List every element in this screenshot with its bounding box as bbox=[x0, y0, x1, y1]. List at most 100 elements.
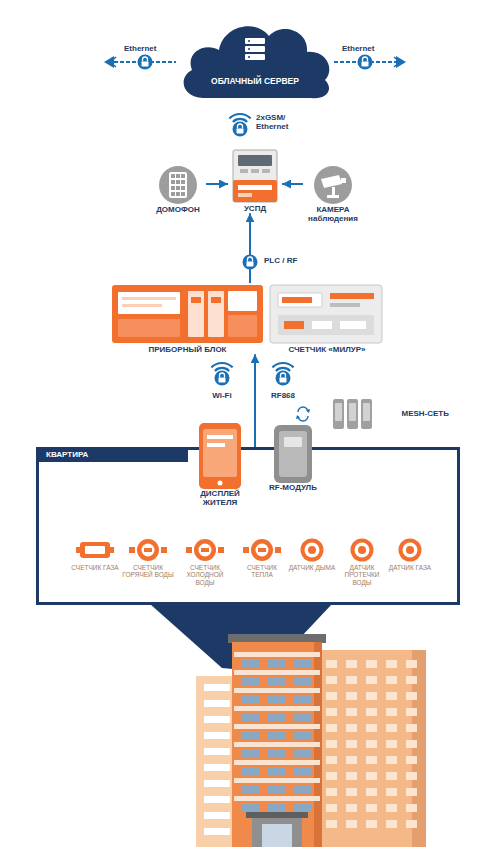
connector bbox=[206, 183, 228, 185]
building-windows bbox=[326, 756, 337, 764]
building-windows bbox=[326, 708, 337, 716]
wifi-icon bbox=[211, 363, 232, 385]
node-label: MESH-СЕТЬ bbox=[401, 409, 449, 418]
link-label: Ethernet bbox=[124, 44, 156, 53]
building-windows bbox=[386, 772, 397, 780]
building-windows bbox=[406, 740, 417, 748]
cloud-icon bbox=[184, 26, 330, 98]
ethernet-link-right bbox=[394, 57, 400, 67]
sensor-node: ДАТЧИК ПРОТЕЧКИ ВОДЫ bbox=[336, 538, 388, 586]
uspd-icon bbox=[233, 150, 277, 202]
building bbox=[252, 818, 302, 847]
building-windows bbox=[326, 724, 337, 732]
node-label: КАМЕРА наблюдения bbox=[303, 205, 363, 223]
display-shape bbox=[188, 423, 252, 489]
building-windows bbox=[406, 804, 417, 812]
mesh-network: MESH-СЕТЬ bbox=[314, 397, 449, 431]
building-windows bbox=[366, 708, 377, 716]
building-windows bbox=[386, 692, 397, 700]
node-label: СЧЕТЧИК ГОРЯЧЕЙ ВОДЫ bbox=[122, 564, 174, 579]
building-windows bbox=[294, 749, 312, 757]
building-windows bbox=[386, 804, 397, 812]
building-windows bbox=[204, 684, 230, 691]
node-label: СЧЕТЧИК «МИЛУР» bbox=[268, 345, 386, 354]
building-windows bbox=[268, 695, 286, 703]
building-windows bbox=[406, 676, 417, 684]
meterRound-icon bbox=[243, 539, 281, 561]
building-windows bbox=[204, 828, 230, 835]
edge-label: PLC / RF bbox=[264, 256, 297, 265]
mesh-sync-icon bbox=[296, 407, 310, 421]
building-windows bbox=[386, 820, 397, 828]
building-windows bbox=[326, 740, 337, 748]
building-windows bbox=[294, 731, 312, 739]
building bbox=[150, 604, 426, 847]
node-label: ДАТЧИК ГАЗА bbox=[384, 564, 436, 571]
sensor-node: ДАТЧИК ДЫМА bbox=[286, 538, 338, 571]
building-windows bbox=[268, 677, 286, 685]
building-windows bbox=[294, 659, 312, 667]
channel-label: Wi-Fi bbox=[202, 391, 242, 400]
building-windows bbox=[386, 708, 397, 716]
resident-display: ДИСПЛЕЙ ЖИТЕЛЯ bbox=[188, 423, 252, 507]
building-windows bbox=[406, 692, 417, 700]
building-windows bbox=[366, 820, 377, 828]
building-windows bbox=[242, 713, 260, 721]
building-windows bbox=[268, 731, 286, 739]
building-windows bbox=[204, 780, 230, 787]
building-windows bbox=[242, 803, 260, 811]
mesh-sync-icon bbox=[298, 407, 308, 412]
meter: СЧЕТЧИК «МИЛУР» bbox=[268, 283, 386, 354]
intercom: ДОМОФОН bbox=[150, 165, 206, 214]
building-windows bbox=[346, 676, 357, 684]
panel-heading: КВАРТИРА bbox=[36, 447, 188, 462]
building bbox=[262, 824, 292, 847]
ethernet-link-right bbox=[358, 55, 373, 70]
building-windows bbox=[326, 772, 337, 780]
building-windows bbox=[204, 796, 230, 803]
building-windows bbox=[268, 767, 286, 775]
building-windows bbox=[294, 785, 312, 793]
mesh-shape bbox=[333, 397, 375, 431]
ethernet-link-right bbox=[334, 55, 406, 70]
connector bbox=[282, 183, 303, 185]
building-windows bbox=[326, 820, 337, 828]
mesh-sync-icon bbox=[306, 409, 310, 413]
building bbox=[232, 642, 322, 847]
building-windows bbox=[366, 772, 377, 780]
building-windows bbox=[204, 748, 230, 755]
building-windows bbox=[406, 820, 417, 828]
building-windows bbox=[234, 688, 320, 693]
connector bbox=[249, 213, 251, 283]
block-icon bbox=[112, 285, 263, 343]
building-windows bbox=[326, 804, 337, 812]
building-windows bbox=[346, 724, 357, 732]
meterRound-shape bbox=[122, 538, 174, 562]
building-windows bbox=[406, 724, 417, 732]
building-windows bbox=[346, 740, 357, 748]
mesh-sync-icon bbox=[296, 415, 300, 419]
sensor-icon bbox=[399, 539, 422, 562]
building bbox=[318, 650, 426, 847]
building-windows bbox=[294, 677, 312, 685]
channel-label: 2xGSM/ Ethernet bbox=[256, 113, 300, 131]
sensor-shape bbox=[384, 538, 436, 562]
building-windows bbox=[326, 692, 337, 700]
building-windows bbox=[294, 803, 312, 811]
node-label: RF-МОДУЛЬ bbox=[262, 483, 324, 492]
building-windows bbox=[366, 724, 377, 732]
building-windows bbox=[366, 692, 377, 700]
rf-module: RF-МОДУЛЬ bbox=[262, 425, 324, 492]
uspd-shape bbox=[228, 148, 282, 204]
meterRect-shape bbox=[69, 538, 121, 562]
building-windows bbox=[386, 724, 397, 732]
building-windows bbox=[406, 708, 417, 716]
apartment-panel: ДИСПЛЕЙ ЖИТЕЛЯRF-МОДУЛЬСЧЕТЧИК ГАЗАСЧЕТЧ… bbox=[36, 447, 460, 605]
camera-shape bbox=[303, 165, 363, 205]
building-windows bbox=[366, 740, 377, 748]
building-windows bbox=[346, 804, 357, 812]
milur-shape bbox=[268, 283, 386, 345]
sensor-icon bbox=[301, 539, 324, 562]
